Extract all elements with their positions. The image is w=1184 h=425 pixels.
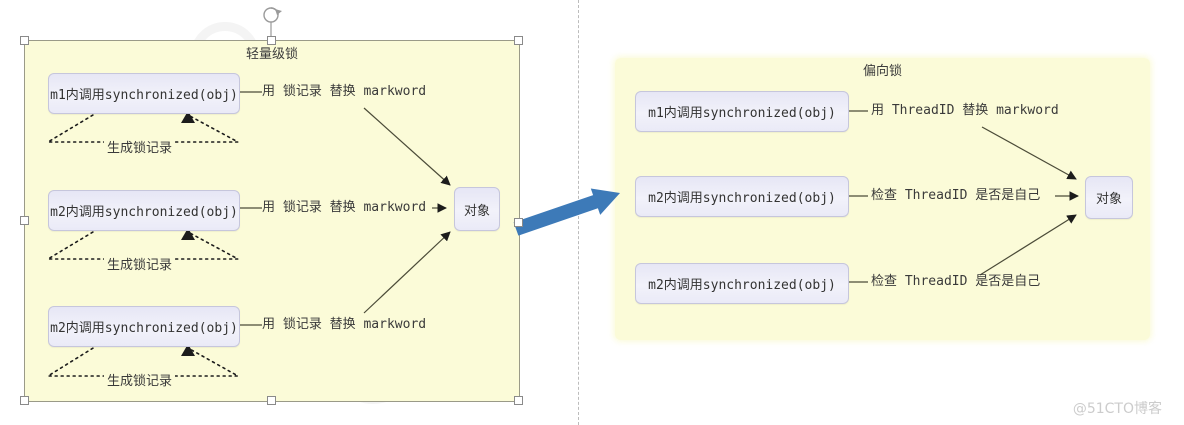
selection-handle-e[interactable] [514, 218, 523, 227]
rotate-handle-icon [263, 7, 282, 37]
selection-handle-ne[interactable] [514, 36, 523, 45]
right-object-node[interactable]: 对象 [1085, 176, 1133, 219]
selection-handle-n[interactable] [267, 36, 276, 45]
right-node-m2a[interactable]: m2内调用synchronized(obj) [635, 176, 849, 217]
selection-handle-sw[interactable] [20, 396, 29, 405]
right-edge-label-2[interactable]: 检查 ThreadID 是否是自己 [871, 188, 1041, 203]
left-note-label-1[interactable]: 生成锁记录 [104, 141, 176, 156]
right-node-m1[interactable]: m1内调用synchronized(obj) [635, 91, 849, 132]
left-edge-label-2[interactable]: 用 锁记录 替换 markword [262, 200, 427, 215]
left-object-node[interactable]: 对象 [454, 187, 500, 231]
watermark-credit: @51CTO博客 [1072, 401, 1162, 417]
left-node-m1[interactable]: m1内调用synchronized(obj) [48, 73, 240, 114]
selection-handle-nw[interactable] [20, 36, 29, 45]
left-note-label-2[interactable]: 生成锁记录 [104, 258, 176, 273]
right-node-m2b[interactable]: m2内调用synchronized(obj) [635, 263, 849, 304]
right-edge-label-1[interactable]: 用 ThreadID 替换 markword [871, 103, 1059, 118]
right-group-title: 偏向锁 [862, 64, 902, 79]
left-edge-label-1[interactable]: 用 锁记录 替换 markword [262, 84, 427, 99]
left-note-label-3[interactable]: 生成锁记录 [104, 374, 176, 389]
left-node-m2a[interactable]: m2内调用synchronized(obj) [48, 190, 240, 231]
selection-handle-w[interactable] [20, 216, 29, 225]
selection-handle-se[interactable] [514, 396, 523, 405]
left-edge-label-3[interactable]: 用 锁记录 替换 markword [262, 317, 427, 332]
right-edge-label-3[interactable]: 检查 ThreadID 是否是自己 [871, 274, 1041, 289]
left-group-title: 轻量级锁 [245, 47, 298, 62]
transition-arrow [513, 188, 620, 236]
page-separator-line [578, 0, 579, 425]
left-node-m2b[interactable]: m2内调用synchronized(obj) [48, 306, 240, 347]
selection-handle-s[interactable] [267, 396, 276, 405]
